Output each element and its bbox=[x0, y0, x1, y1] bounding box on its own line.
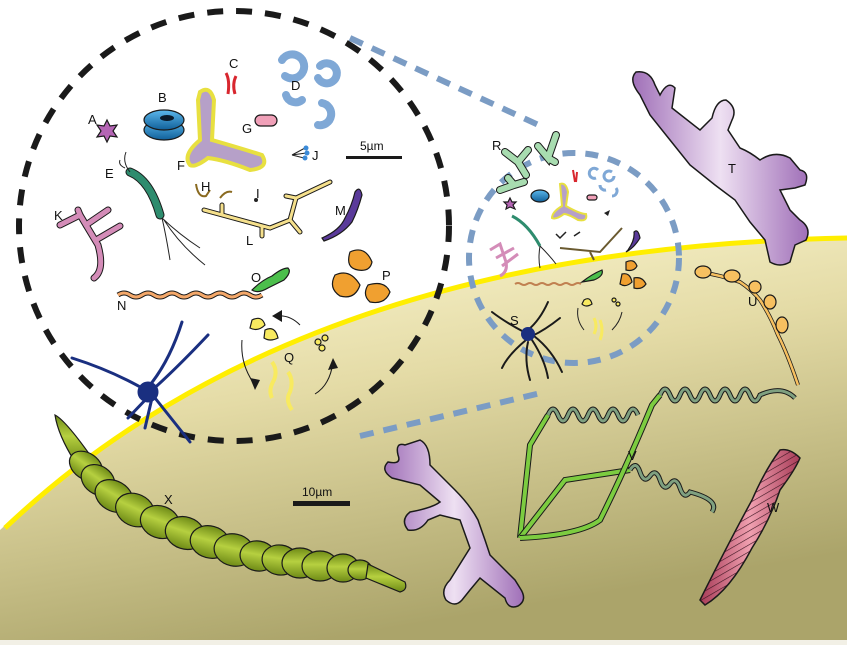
scale-label-main: 10µm bbox=[302, 485, 332, 499]
organism-q-cycle bbox=[241, 310, 338, 412]
inset-circle bbox=[16, 8, 452, 444]
label-h: H bbox=[201, 179, 210, 194]
field-view-circle bbox=[466, 150, 682, 366]
label-a: A bbox=[88, 112, 97, 127]
label-k: K bbox=[54, 208, 63, 223]
organism-j-cluster bbox=[291, 145, 310, 161]
label-b: B bbox=[158, 90, 167, 105]
organism-d-crescents bbox=[278, 50, 341, 130]
label-e: E bbox=[105, 166, 114, 181]
label-g: G bbox=[242, 121, 252, 136]
label-i: I bbox=[256, 186, 260, 201]
label-p: P bbox=[382, 268, 391, 283]
label-q: Q bbox=[284, 350, 294, 365]
organism-c-red bbox=[224, 72, 238, 95]
label-x: X bbox=[164, 492, 173, 507]
organism-s-neuron bbox=[491, 301, 563, 381]
label-r: R bbox=[492, 138, 501, 153]
organism-g-pill bbox=[254, 114, 278, 127]
organism-x-segmented bbox=[54, 413, 407, 593]
label-j: J bbox=[312, 148, 319, 163]
organism-m-purple bbox=[321, 188, 363, 242]
scale-label-inset: 5µm bbox=[360, 139, 384, 153]
field-organisms-mini bbox=[489, 166, 647, 341]
scale-bar-main bbox=[293, 501, 350, 506]
organism-a-star bbox=[95, 118, 119, 144]
label-o: O bbox=[251, 270, 261, 285]
label-s: S bbox=[510, 313, 519, 328]
organism-b-torus bbox=[143, 109, 185, 141]
organism-f-tripod bbox=[185, 87, 267, 173]
label-n: N bbox=[117, 298, 126, 313]
organism-r-yshapes bbox=[496, 131, 560, 194]
zoom-line-top bbox=[348, 35, 547, 131]
organism-k-branch bbox=[56, 206, 124, 282]
organism-w-worm bbox=[699, 448, 801, 606]
bottom-strip bbox=[0, 640, 847, 645]
organism-o-green bbox=[251, 267, 290, 293]
organism-u-chain bbox=[694, 265, 800, 386]
label-c: C bbox=[229, 56, 238, 71]
organism-v-helix bbox=[517, 386, 797, 541]
organism-i-dot bbox=[254, 198, 258, 202]
label-m: M bbox=[335, 203, 346, 218]
surface-line bbox=[3, 235, 847, 530]
label-t: T bbox=[728, 161, 736, 176]
label-w: W bbox=[767, 500, 780, 515]
organism-p-blobs bbox=[331, 249, 391, 304]
label-u: U bbox=[748, 294, 757, 309]
organism-t-branch bbox=[632, 71, 809, 266]
label-d: D bbox=[291, 78, 300, 93]
organism-branch-lower bbox=[384, 439, 525, 608]
organism-h-bits bbox=[195, 183, 233, 199]
zoom-line-bottom bbox=[359, 389, 546, 439]
scale-bar-inset bbox=[346, 156, 402, 159]
organism-e-rod bbox=[119, 151, 206, 266]
label-f: F bbox=[177, 158, 185, 173]
label-l: L bbox=[246, 233, 253, 248]
label-v: V bbox=[628, 448, 637, 463]
organism-neuron-inset bbox=[70, 320, 210, 444]
